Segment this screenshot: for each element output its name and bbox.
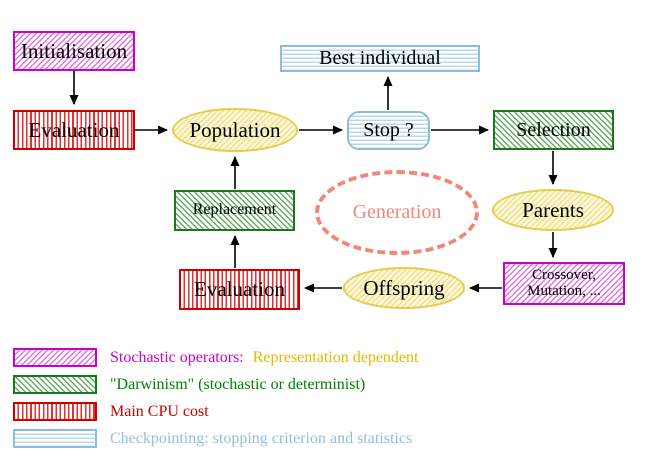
legend-row-stochastic: Stochastic operators: Representation dep… xyxy=(13,348,418,367)
node-initialisation: Initialisation xyxy=(13,31,135,71)
node-selection: Selection xyxy=(493,110,614,150)
legend-row-checkpointing: Checkpointing: stopping criterion and st… xyxy=(13,429,418,448)
node-best-individual: Best individual xyxy=(280,45,480,72)
node-generation-label: Generation xyxy=(352,201,442,223)
legend-swatch-magenta-hatch-icon xyxy=(13,348,97,367)
node-evaluation-bottom: Evaluation xyxy=(179,269,300,310)
legend-label-stochastic-operators: Stochastic operators: xyxy=(110,348,244,366)
legend-label-checkpointing: Checkpointing: stopping criterion and st… xyxy=(110,429,413,447)
legend-label-representation-dependent: Representation dependent xyxy=(252,348,419,366)
node-offspring-label: Offspring xyxy=(363,275,445,300)
node-evaluation-top-label: Evaluation xyxy=(28,117,120,142)
node-offspring: Offspring xyxy=(343,267,465,309)
node-selection-label: Selection xyxy=(516,118,591,141)
node-stop: Stop ? xyxy=(347,111,430,150)
legend-label-darwinism: "Darwinism" (stochastic or determinist) xyxy=(110,375,366,393)
legend-row-darwinism: "Darwinism" (stochastic or determinist) xyxy=(13,375,418,394)
legend-swatch-green-hatch-icon xyxy=(13,375,97,394)
legend-swatch-red-stripes-icon xyxy=(13,402,97,421)
node-stop-label: Stop ? xyxy=(363,119,414,141)
node-population-label: Population xyxy=(189,117,281,142)
node-population: Population xyxy=(172,108,298,152)
node-crossover-label-line2: Mutation, ... xyxy=(527,282,601,299)
node-parents-label: Parents xyxy=(522,197,584,222)
legend-row-cpu-cost: Main CPU cost xyxy=(13,402,418,421)
node-crossover-mutation: Crossover, Mutation, ... xyxy=(503,262,625,305)
node-crossover-label-line1: Crossover, xyxy=(532,266,596,283)
node-replacement: Replacement xyxy=(174,190,295,231)
node-generation-loop: Generation xyxy=(315,170,479,255)
node-evaluation-top: Evaluation xyxy=(13,110,135,150)
node-replacement-label: Replacement xyxy=(192,201,277,219)
legend-label-main-cpu-cost: Main CPU cost xyxy=(110,402,209,420)
legend: Stochastic operators: Representation dep… xyxy=(13,348,418,456)
node-initialisation-label: Initialisation xyxy=(20,38,128,63)
legend-swatch-cyan-stripes-icon xyxy=(13,429,97,448)
node-parents: Parents xyxy=(492,189,614,231)
node-best-individual-label: Best individual xyxy=(319,47,441,69)
node-evaluation-bottom-label: Evaluation xyxy=(194,277,285,302)
